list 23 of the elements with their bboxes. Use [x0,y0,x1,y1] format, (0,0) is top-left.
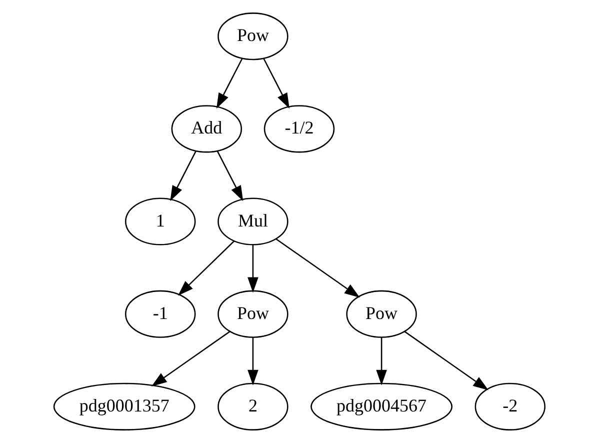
arrow [248,245,258,293]
node-ellipse: 1 [125,198,196,246]
node-ellipse: pdg0001357 [53,382,196,430]
node-ellipse: -1 [125,290,196,338]
arrow [216,150,244,202]
node-ellipse: Pow [218,12,288,60]
node-ellipse: -1/2 [264,105,335,153]
node-ellipse: Mul [218,198,288,246]
node-ellipse: 2 [218,382,288,430]
arrow [248,338,258,386]
arrow [376,338,387,386]
arrow [404,330,488,390]
arrow [151,330,230,386]
arrow [178,240,235,296]
node-ellipse: -2 [474,382,546,430]
arrow [276,238,360,298]
arrow [170,150,196,202]
node-ellipse: Pow [218,290,288,338]
node-ellipse: Add [171,105,242,153]
node-ellipse: pdg0004567 [310,382,453,430]
node-ellipse: Pow [346,290,417,338]
arrow [263,58,290,109]
arrow [216,58,243,109]
